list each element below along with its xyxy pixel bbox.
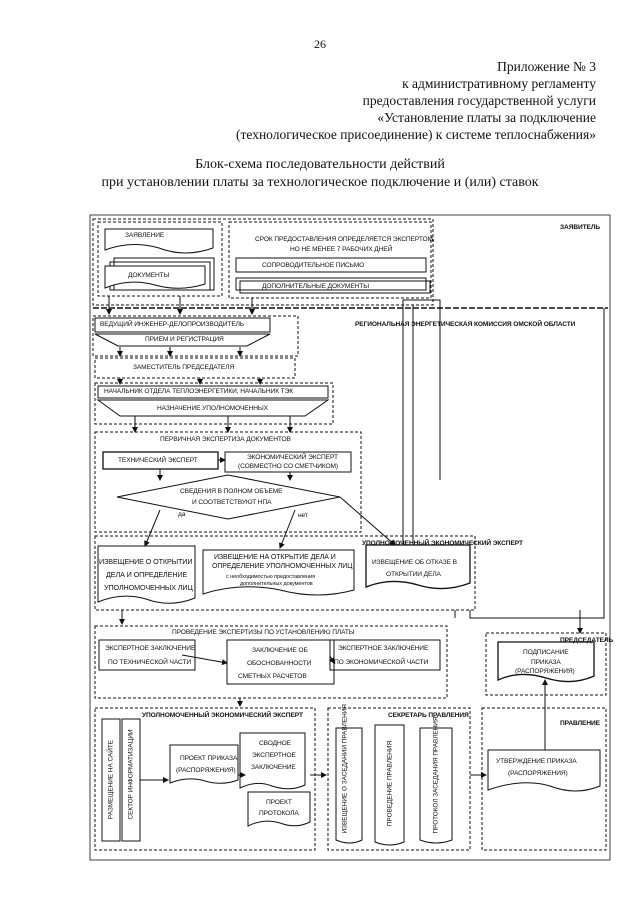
rec-lane-label: РЕГИОНАЛЬНАЯ ЭНЕРГЕТИЧЕСКАЯ КОМИССИЯ ОМС… (355, 321, 576, 328)
board-lane-label: ПРАВЛЕНИЕ (560, 720, 600, 727)
page-number: 26 (314, 37, 326, 51)
diagram-subtitle: при установлении платы за технологическо… (101, 175, 539, 190)
holding-board-node: ПРОВЕДЕНИЕ ПРАВЛЕНИЯ (386, 740, 394, 827)
minutes-node: ПРОТОКОЛ ЗАСЕДАНИЯ ПРАВЛЕНИЯ (432, 716, 440, 834)
draft-protocol-line-1: ПРОЕКТ (266, 799, 292, 806)
approve-line-1: УТВЕРЖДЕНИЕ ПРИКАЗА (496, 758, 577, 765)
decision-no-label: нет (298, 512, 308, 519)
deadline-line-1: СРОК ПРЕДОСТАВЛЕНИЯ ОПРЕДЕЛЯЕТСЯ ЭКСПЕРТ… (255, 236, 435, 243)
summary-line-3: ЗАКЛЮЧЕНИЕ (251, 764, 296, 771)
diagram-title: Блок-схема последовательности действий (195, 157, 445, 172)
summary-line-1: СВОДНОЕ (259, 740, 291, 747)
sign-line-3: (РАСПОРЯЖЕНИЯ) (515, 668, 575, 675)
econ-expert-note: (СОВМЕСТНО СО СМЕТЧИКОМ) (238, 463, 339, 470)
decision-yes-label: да (178, 511, 186, 518)
decision-line-2: И СООТВЕТСТВУЮТ НПА (192, 499, 272, 506)
applicant-lane-label: ЗАЯВИТЕЛЬ (560, 224, 601, 231)
applicant-lane (92, 218, 434, 306)
notice-refuse-line-2: ОТКРЫТИИ ДЕЛА (386, 571, 441, 578)
exp-tech-line-2: ПО ТЕХНИЧЕСКОЙ ЧАСТИ (108, 659, 192, 666)
expert2-lane-label: УПОЛНОМОЧЕННЫЙ ЭКОНОМИЧЕСКИЙ ЭКСПЕРТ (142, 712, 303, 719)
appendix-line-5: (технологическое присоединение) к систем… (236, 127, 596, 142)
appoint-shape (96, 399, 330, 417)
notice-refuse-line-1: ИЗВЕЩЕНИЕ ОБ ОТКАЗЕ В (372, 559, 457, 566)
econ-expert-node: ЭКОНОМИЧЕСКИЙ ЭКСПЕРТ (247, 454, 338, 461)
exp-econ-line-2: ПО ЭКОНОМИЧЕСКОЙ ЧАСТИ (334, 659, 429, 666)
draft-order-line-1: ПРОЕКТ ПРИКАЗА (180, 755, 238, 762)
appendix-line-4: «Установление платы за подключение (377, 110, 596, 125)
reception-shape (94, 333, 271, 347)
notice-open-line-3: УПОЛНОМОЧЕННЫХ ЛИЦ (104, 583, 193, 592)
notice-req-line-2: ОПРЕДЕЛЕНИЕ УПОЛНОМОЧЕННЫХ ЛИЦ (212, 563, 353, 570)
appendix-line-3: предоставления государственной услуги (362, 93, 596, 108)
conclusion-line-1: ЗАКЛЮЧЕНИЕ ОБ (252, 647, 308, 654)
sign-line-1: ПОДПИСАНИЕ (523, 649, 569, 656)
exp-tech-line-1: ЭКСПЕРТНОЕ ЗАКЛЮЧЕНИЕ (105, 645, 196, 652)
appendix-line-2: к административному регламенту (402, 76, 596, 91)
outer-frame (89, 214, 611, 861)
info-sector-node: СЕКТОР ИНФОРМАТИЗАЦИИ (127, 729, 135, 820)
conclusion-line-3: СМЕТНЫХ РАСЧЕТОВ (238, 673, 307, 680)
summary-line-2: ЭКСПЕРТНОЕ (252, 752, 296, 759)
application-node: ЗАЯВЛЕНИЕ (125, 232, 165, 239)
conclusion-line-2: ОБОСНОВАННОСТИ (247, 660, 312, 667)
expert1-lane-label: УПОЛНОМОЧЕННЫЙ ЭКОНОМИЧЕСКИЙ ЭКСПЕРТ (362, 540, 523, 547)
exp-econ-line-1: ЭКСПЕРТНОЕ ЗАКЛЮЧЕНИЕ (338, 645, 429, 652)
lead-engineer-node: ВЕДУЩИЙ ИНЖЕНЕР-ДЕЛОПРОИЗВОДИТЕЛЬ (100, 321, 245, 328)
notice-req-line-3: с необходимостью предоставления (226, 574, 316, 580)
appendix-title: Приложение № 3 (497, 59, 596, 74)
sign-line-2: ПРИКАЗА (531, 659, 561, 666)
primary-exam-node: ПЕРВИЧНАЯ ЭКСПЕРТИЗА ДОКУМЕНТОВ (160, 436, 291, 443)
tech-expert-node: ТЕХНИЧЕСКИЙ ЭКСПЕРТ (118, 457, 198, 464)
site-node: РАЗМЕЩЕНИЕ НА САЙТЕ (107, 739, 115, 820)
draft-protocol-line-2: ПРОТОКОЛА (259, 810, 299, 817)
reception-node: ПРИЕМ И РЕГИСТРАЦИЯ (145, 336, 224, 343)
notice-open-line-2: ДЕЛА И ОПРЕДЕЛЕНИЕ (106, 570, 188, 579)
appoint-node: НАЗНАЧЕНИЕ УПОЛНОМОЧЕННЫХ (157, 405, 268, 412)
notice-req-line-1: ИЗВЕЩЕНИЕ НА ОТКРЫТИЕ ДЕЛА И (214, 554, 336, 561)
exam-fee-node: ПРОВЕДЕНИЕ ЭКСПЕРТИЗЫ ПО УСТАНОВЛЕНИЮ ПЛ… (172, 629, 355, 636)
notice-meeting-node: ИЗВЕЩЕНИЕ О ЗАСЕДАНИИ ПРАВЛЕНИЯ (341, 704, 349, 834)
cover-letter-node: СОПРОВОДИТЕЛЬНОЕ ПИСЬМО (262, 262, 365, 269)
draft-order-line-2: (РАСПОРЯЖЕНИЯ) (176, 767, 236, 774)
deputy-node: ЗАМЕСТИТЕЛЬ ПРЕДСЕДАТЕЛЯ (133, 364, 235, 371)
application-doc-shape (104, 228, 214, 254)
approve-line-2: (РАСПОРЯЖЕНИЯ) (508, 770, 568, 777)
documents-node: ДОКУМЕНТЫ (128, 272, 170, 279)
deadline-line-2: НО НЕ МЕНЕЕ 7 РАБОЧИХ ДНЕЙ (290, 246, 393, 253)
additional-docs-node: ДОПОЛНИТЕЛЬНЫЕ ДОКУМЕНТЫ (262, 283, 369, 290)
dept-head-node: НАЧАЛЬНИК ОТДЕЛА ТЕПЛОЭНЕРГЕТИКИ, НАЧАЛЬ… (104, 388, 293, 395)
notice-req-line-4: дополнительных документов (240, 581, 313, 587)
chairman-lane-label: ПРЕДСЕДАТЕЛЬ (560, 637, 614, 644)
secretary-lane-label: СЕКРЕТАРЬ ПРАВЛЕНИЯ (388, 712, 469, 719)
notice-open-line-1: ИЗВЕЩЕНИЕ О ОТКРЫТИИ (99, 557, 193, 566)
decision-line-1: СВЕДЕНИЯ В ПОЛНОМ ОБЪЕМЕ (180, 488, 283, 495)
